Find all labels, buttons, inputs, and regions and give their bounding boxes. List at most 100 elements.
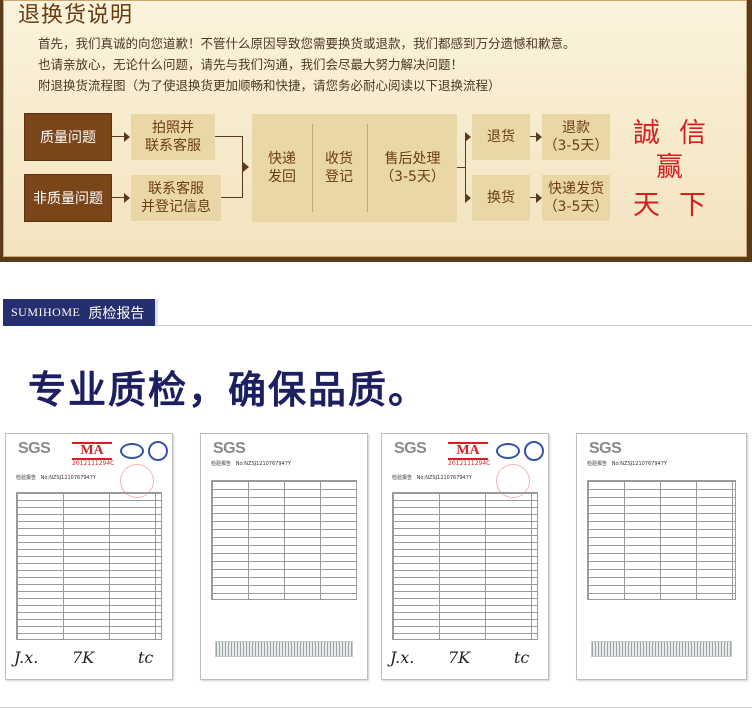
cma-logo: MA 2012111294C [72,442,115,467]
return-policy-title: 退换货说明 [18,3,134,28]
policy-line: 附退换货流程图（为了使退换货更加顺畅和快捷，请您务必耐心阅读以下退换流程） [38,78,501,93]
report-table [211,480,357,600]
divider [0,707,752,708]
quality-issue-box: 质量问题 [25,114,111,160]
flow-arrow [465,193,471,203]
photo-contact-line2: 联系客服 [145,138,201,154]
certificate-image: SGS MA 2012111294C 检验报告 No:NZSJ121076794… [381,433,549,680]
flow-connector [465,136,466,198]
return-policy-text: 首先，我们真诚的向您道歉！不管什么原因导致您需要换货或退款，我们都感到万分遗憾和… [38,33,576,96]
receive-register-step: 收货 登记 [313,114,365,222]
flow-arrow [536,132,542,142]
contact-register-box: 联系客服 并登记信息 [131,175,221,221]
non-quality-issue-label: 非质量问题 [33,191,103,207]
signature-icon: tc [138,648,154,667]
motto-char: 赢 [656,152,683,183]
report-label: 检验报告 [16,475,37,481]
non-quality-issue-box: 非质量问题 [25,175,111,221]
flow-arrow [536,193,542,203]
cnas-logo-icon [524,441,544,461]
receive-register-line2: 登记 [325,169,353,185]
flow-connector [530,197,537,198]
report-label: 检验报告 [211,461,232,467]
report-table [16,492,162,640]
signature-icon: 7K [72,648,95,667]
cnas-logo-icon [148,441,168,461]
flow-connector [530,136,537,137]
flow-connector [221,197,242,198]
report-header: 检验报告 No:NZSJ1210767947Y [392,474,472,481]
ship-back-step: 快递 发回 [252,114,312,222]
motto-char: 信 [679,118,706,149]
report-header: 检验报告 No:NZSJ1210767947Y [211,460,291,467]
report-number: No:NZSJ1210767947Y [611,461,667,467]
signature-icon: 7K [448,648,471,667]
return-box: 退货 [472,114,530,160]
report-number: No:NZSJ1210767947Y [40,475,96,481]
after-sales-step: 售后处理 （3-5天） [368,114,457,222]
reship-line1: 快递发货 [548,181,604,197]
quality-issue-label: 质量问题 [40,130,96,146]
signature-icon: tc [514,648,530,667]
receive-register-line1: 收货 [325,151,353,167]
certificate-image: SGS MA 2012111294C 检验报告 No:NZSJ121076794… [5,433,173,680]
return-policy-content: 退换货说明 首先，我们真诚的向您道歉！不管什么原因导致您需要换货或退款，我们都感… [3,0,747,257]
after-sales-line2: （3-5天） [380,169,445,185]
flow-connector [111,197,126,198]
divider [312,124,313,212]
after-sales-line1: 售后处理 [384,151,441,167]
cma-number: 2012111294C [72,460,115,467]
ilac-logo-icon [120,443,144,459]
exchange-label: 换货 [487,190,515,206]
cma-mark: MA [72,442,112,460]
certificate-image: SGS 检验报告 No:NZSJ1210767947Y [200,433,368,680]
photo-contact-line1: 拍照并 [152,120,194,136]
exchange-box: 换货 [472,175,530,221]
divider [367,124,368,212]
contact-register-line1: 联系客服 [148,181,204,197]
motto-char: 誠 [633,118,660,149]
report-number: No:NZSJ1210767947Y [235,461,291,467]
motto-char: 下 [679,190,706,221]
report-footer-barcode [215,641,353,657]
page-headline: 专业质检，确保品质。 [28,368,429,412]
photo-contact-box: 拍照并 联系客服 [131,114,215,160]
sgs-logo: SGS [213,440,246,457]
ilac-logo-icon [496,443,520,459]
report-header: 检验报告 No:NZSJ1210767947Y [16,474,96,481]
flow-connector [215,136,242,137]
motto-char: 天 [633,190,660,221]
report-header: 检验报告 No:NZSJ1210767947Y [587,460,667,467]
certificate-image: SGS 检验报告 No:NZSJ1210767947Y [576,433,747,680]
refund-line1: 退款 [562,120,590,136]
policy-line: 也请亲放心，无论什么问题，请先与我们沟通，我们会尽最大努力解决问题！ [38,57,464,72]
refund-line2: （3-5天） [543,138,609,154]
cma-mark: MA [448,442,488,460]
flow-arrow [243,162,249,172]
flow-connector [111,136,126,137]
flow-arrow [124,193,130,203]
section-title: 质检报告 [88,305,145,322]
flow-connector [242,136,243,198]
report-footer-barcode [591,641,732,657]
flow-arrow [124,132,130,142]
report-table [392,492,538,640]
brand-name: SUMIHOME [11,305,81,319]
contact-register-line2: 并登记信息 [141,199,211,215]
return-policy-panel: 退换货说明 首先，我们真诚的向您道歉！不管什么原因导致您需要换货或退款，我们都感… [0,0,752,262]
return-label: 退货 [487,129,515,145]
report-table [587,480,736,600]
report-label: 检验报告 [587,461,608,467]
cma-number: 2012111294C [448,460,491,467]
reship-line2: （3-5天） [543,199,609,215]
policy-line: 首先，我们真诚的向您道歉！不管什么原因导致您需要换货或退款，我们都感到万分遗憾和… [38,36,576,51]
report-number: No:NZSJ1210767947Y [416,475,472,481]
reship-box: 快递发货 （3-5天） [542,175,610,221]
refund-box: 退款 （3-5天） [542,114,610,160]
report-label: 检验报告 [392,475,413,481]
divider [158,325,752,326]
cma-logo: MA 2012111294C [448,442,491,467]
signature-icon: J.x. [390,648,415,667]
flow-connector [457,167,465,168]
ship-back-line1: 快递 [268,151,296,167]
